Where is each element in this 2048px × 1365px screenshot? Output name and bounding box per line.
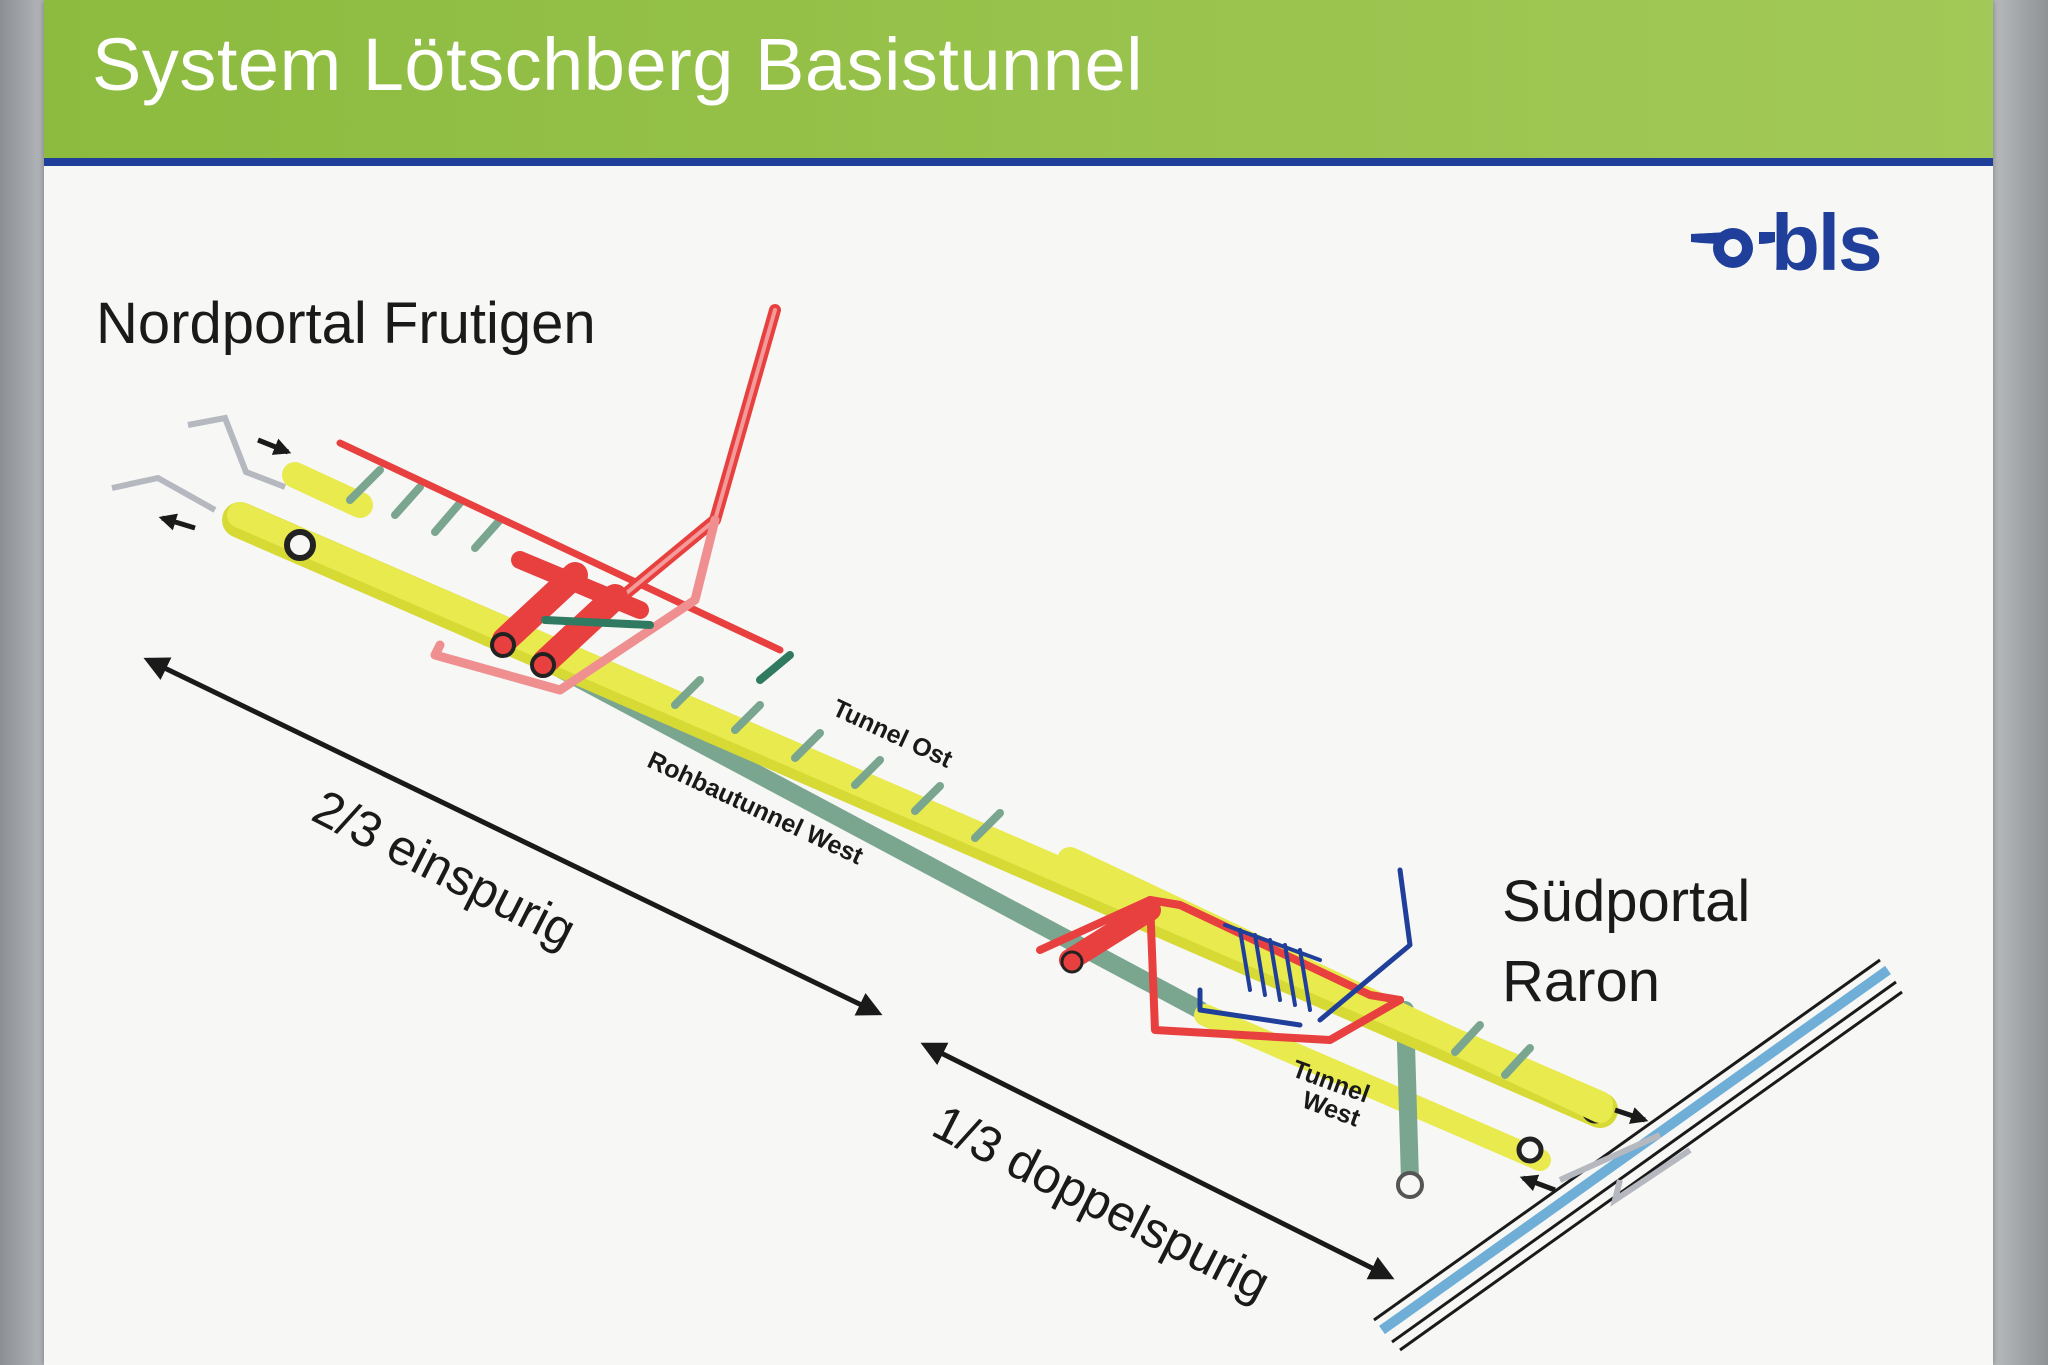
wall-right — [1993, 0, 2048, 1365]
logo-text: bls — [1771, 198, 1883, 287]
portal-approach-lines — [111, 414, 1692, 1207]
poster-title: System Lötschberg Basistunnel — [92, 23, 1144, 106]
double-track-arrow — [920, 1042, 1395, 1280]
distance-arrows — [143, 657, 1395, 1280]
south-access-structures — [1036, 867, 1413, 1044]
north-portal-label: Nordportal Frutigen — [96, 291, 596, 356]
south-portal-label-1: Südportal — [1502, 869, 1751, 934]
bls-logo-icon — [1691, 228, 1775, 268]
rail-line — [1373, 958, 1903, 1352]
wall-left — [0, 0, 44, 1365]
header-band: System Lötschberg Basistunnel — [44, 0, 1993, 166]
direction-arrows — [158, 437, 1649, 1193]
single-track-arrow — [143, 657, 883, 1016]
south-portal-label-2: Raron — [1502, 949, 1660, 1014]
